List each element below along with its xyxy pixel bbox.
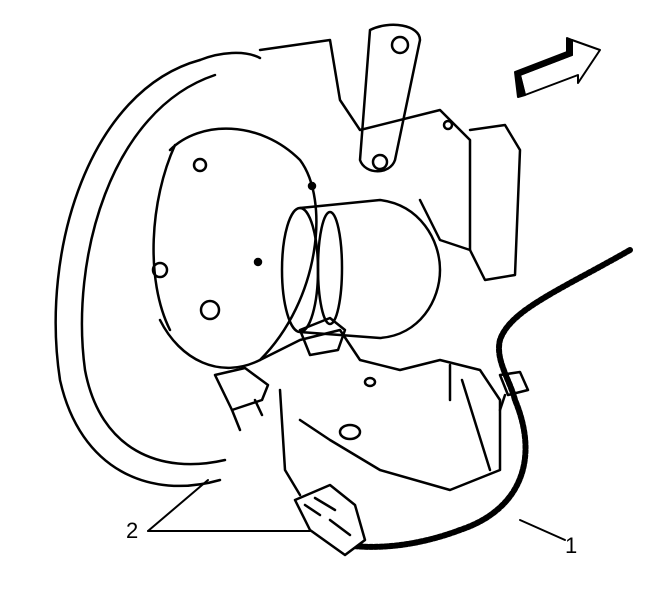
hub: [151, 127, 318, 370]
sensor-harness: [342, 247, 633, 550]
callout-2: 2: [126, 518, 139, 543]
brake-rotor: [54, 51, 262, 488]
callout-leaders: [147, 479, 566, 541]
callout-1: 1: [565, 533, 578, 558]
steering-knuckle: [258, 316, 502, 492]
front-of-vehicle-arrow: [514, 37, 601, 98]
spindle: [280, 198, 442, 340]
brake-caliper: [258, 23, 522, 282]
harness-connector: [213, 366, 530, 557]
